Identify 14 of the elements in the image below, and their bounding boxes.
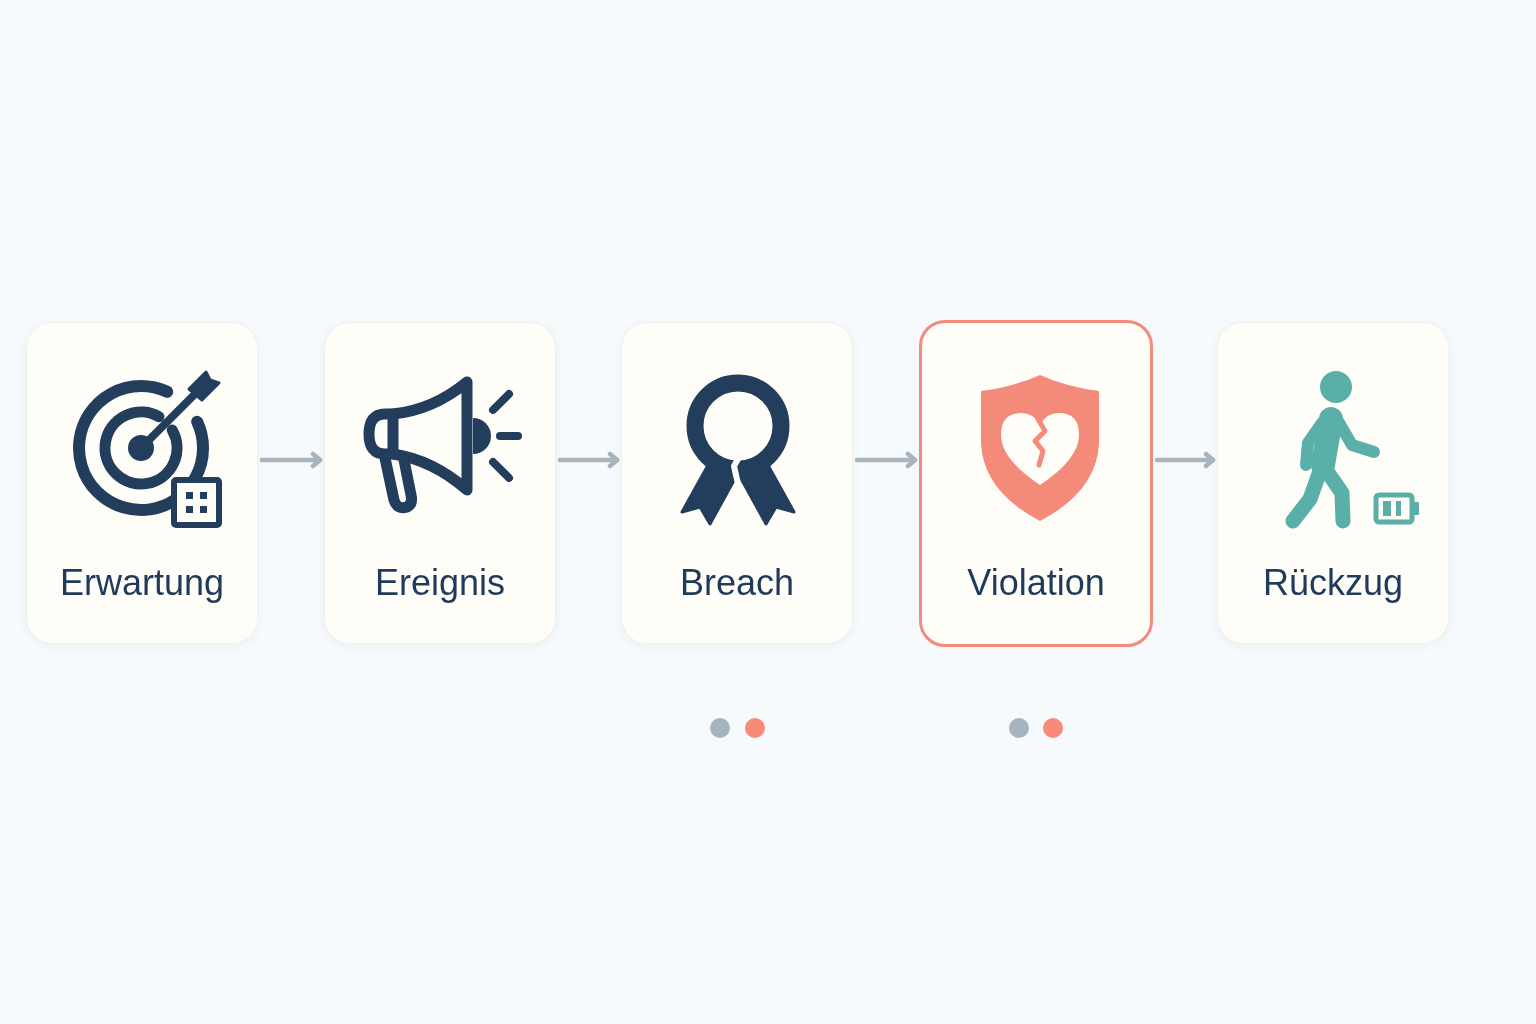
step-card — [324, 322, 556, 644]
step-card — [26, 322, 258, 644]
arrow — [557, 451, 620, 469]
arrow — [1154, 451, 1216, 469]
step-label: Rückzug — [1262, 561, 1404, 605]
step-card — [621, 322, 853, 644]
arrow — [854, 451, 918, 469]
step-label: Ereignis — [374, 561, 506, 605]
arrow — [259, 451, 323, 469]
step-label: Violation — [967, 561, 1105, 605]
step-label: Breach — [679, 561, 795, 605]
step-card — [919, 320, 1153, 647]
step-label: Erwartung — [59, 561, 225, 605]
step-card — [1217, 322, 1449, 644]
